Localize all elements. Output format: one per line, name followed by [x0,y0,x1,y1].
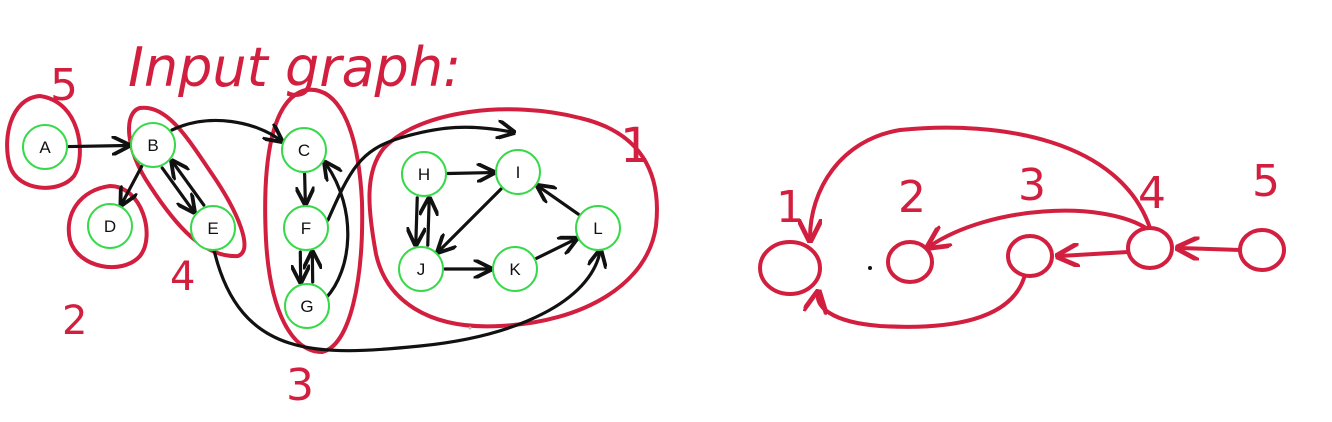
node-label: K [509,260,521,279]
enclosure-5 [5,94,82,190]
node-label: B [147,136,158,155]
node-circle [398,246,444,292]
node-label: I [516,163,521,182]
edge-l-to-i [539,187,580,216]
edge-h-to-i [446,173,492,174]
component-label-d: 2 [62,298,87,344]
node-k: K [492,246,538,292]
edge-j-to-h [428,200,429,247]
node-circle [283,205,329,251]
meta-node-5 [1238,228,1286,272]
edge-e-to-b [173,163,206,207]
meta-node-1 [758,240,822,296]
edge-b-to-c [170,118,280,140]
node-h: H [401,151,447,197]
edge-k-to-l [534,240,575,260]
graph-edges [67,118,600,353]
component-label-a: 5 [50,60,78,111]
node-circle [87,203,133,249]
meta-label-5: 5 [1252,156,1280,207]
node-e: E [190,205,236,251]
component-label-h-l: 1 [620,118,651,174]
edge-g-to-c [326,164,350,300]
node-circle [401,151,447,197]
node-i: I [495,149,541,195]
node-c: C [281,127,327,173]
node-label: G [300,297,313,316]
edge-h-to-j [416,196,417,243]
node-a: A [22,124,68,170]
node-label: A [39,138,51,157]
node-l: L [575,205,621,251]
meta-node-2 [886,240,934,284]
meta-edge-4-to-2 [930,208,1148,246]
component-label-cfg: 3 [286,360,314,411]
graph-nodes: A B C D E F G H I J K L [22,122,621,329]
node-j: J [398,246,444,292]
node-circle [281,127,327,173]
component-labels: 5 4 2 3 1 [50,60,651,411]
stray-dot [468,326,472,330]
node-circle [495,149,541,195]
node-label: D [104,217,116,236]
meta-edge-4-to-3 [1060,252,1130,256]
edge-b-to-d [122,164,144,203]
meta-edge-4-to-1 [810,125,1152,238]
node-b: B [130,122,176,168]
node-label: L [593,219,602,238]
meta-label-3: 3 [1018,160,1046,211]
stray-dot [868,266,872,270]
edge-a-to-b [67,145,127,146]
enclosure-3 [263,87,365,354]
node-label: E [207,219,218,238]
node-label: J [417,260,426,279]
title: Input graph: [128,36,461,99]
node-circle [190,205,236,251]
meta-edge-5-to-4 [1180,248,1242,250]
node-label: H [418,165,430,184]
node-circle [284,283,330,329]
edge-b-to-e [160,166,193,210]
node-label: F [301,219,311,238]
node-d: D [87,203,133,249]
edge-i-to-j [439,187,503,251]
node-circle [492,246,538,292]
edge-e-to-l [212,250,600,353]
enclosure-1 [367,107,659,329]
edge-c-to-f [305,172,306,202]
enclosure-2 [66,184,149,270]
node-circle [130,122,176,168]
meta-edge-3-to-1 [818,276,1026,329]
component-label-be: 4 [170,254,195,300]
node-label: C [298,141,310,160]
node-g: G [284,283,330,329]
edge-f-to-i [326,127,512,222]
node-circle [22,124,68,170]
meta-label-1: 1 [776,182,804,233]
meta-label-2: 2 [898,172,926,223]
meta-node-3 [1006,234,1054,278]
node-f: F [283,205,329,251]
node-circle [575,205,621,251]
meta-node-4 [1126,226,1174,270]
